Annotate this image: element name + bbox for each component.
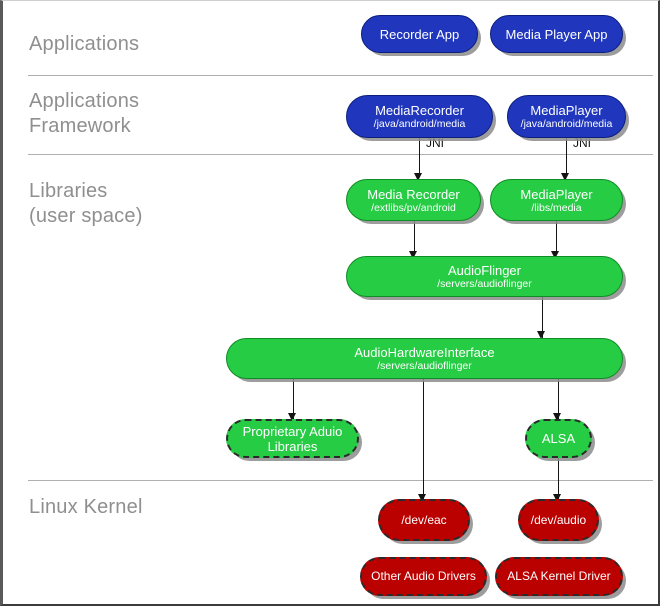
node-alsa[interactable]: ALSA bbox=[525, 419, 592, 458]
node-audioflinger[interactable]: AudioFlinger /servers/audioflinger bbox=[346, 256, 623, 297]
node-alsa-title: ALSA bbox=[541, 431, 576, 446]
connector-ahi-to-dev-eac bbox=[423, 379, 424, 499]
node-mediaplayer-framework[interactable]: MediaPlayer /java/android/media bbox=[507, 95, 626, 138]
layer-label-applications: Applications bbox=[29, 33, 140, 55]
node-mediarecorder-framework-title: MediaRecorder bbox=[375, 103, 464, 118]
node-dev-audio[interactable]: /dev/audio bbox=[518, 499, 599, 541]
node-audiohardwareinterface-title: AudioHardwareInterface bbox=[354, 345, 495, 360]
node-proprietary-audio-libs[interactable]: Proprietary Aduio Libraries bbox=[226, 419, 359, 458]
node-alsa-kernel-driver-title: ALSA Kernel Driver bbox=[507, 569, 611, 583]
node-mediaplayer-lib[interactable]: MediaPlayer /libs/media bbox=[490, 179, 623, 221]
node-mediaplayer-framework-title: MediaPlayer bbox=[530, 103, 603, 118]
node-media-recorder-lib[interactable]: Media Recorder /extlibs/pv/android bbox=[346, 179, 481, 221]
node-dev-eac[interactable]: /dev/eac bbox=[378, 499, 470, 541]
divider-applications bbox=[28, 75, 653, 76]
node-media-recorder-lib-title: Media Recorder bbox=[367, 186, 460, 202]
node-other-audio-drivers-title: Other Audio Drivers bbox=[371, 569, 476, 583]
node-mediaplayer-lib-title: MediaPlayer bbox=[520, 186, 593, 202]
arrow-ahi-to-dev-eac bbox=[418, 494, 426, 502]
arrow-mediarecorder-jni bbox=[414, 173, 422, 181]
node-mediaplayer-framework-subtitle: /java/android/media bbox=[520, 118, 613, 130]
arrow-ahi-to-proprietary-libs bbox=[288, 413, 296, 421]
arrow-mediaplayer-to-audioflinger bbox=[551, 251, 559, 259]
node-dev-audio-title: /dev/audio bbox=[530, 512, 587, 527]
node-recorder-app-title: Recorder App bbox=[379, 26, 460, 42]
arrow-alsa-to-dev-audio bbox=[553, 494, 561, 502]
node-alsa-kernel-driver[interactable]: ALSA Kernel Driver bbox=[495, 557, 623, 596]
connector-mediarecorder-jni bbox=[419, 138, 420, 176]
node-proprietary-audio-libs-title: Proprietary Aduio Libraries bbox=[242, 423, 343, 454]
arrow-ahi-to-alsa bbox=[553, 413, 561, 421]
arrow-audioflinger-to-audiohardwareinterface bbox=[537, 331, 545, 339]
node-dev-eac-title: /dev/eac bbox=[401, 512, 447, 527]
divider-libraries bbox=[28, 480, 653, 481]
edge-label-jni-right: JNI bbox=[573, 136, 591, 150]
layer-label-libraries: Libraries (user space) bbox=[29, 180, 143, 227]
node-mediarecorder-framework-subtitle: /java/android/media bbox=[373, 118, 466, 130]
node-recorder-app[interactable]: Recorder App bbox=[361, 15, 478, 53]
arrow-media-recorder-to-audioflinger bbox=[409, 251, 417, 259]
divider-framework bbox=[28, 154, 653, 155]
node-mediaplayer-lib-subtitle: /libs/media bbox=[531, 201, 582, 214]
connector-mediaplayer-to-audioflinger bbox=[556, 221, 557, 255]
arrow-mediaplayer-jni bbox=[561, 173, 569, 181]
connector-ahi-to-alsa bbox=[558, 379, 559, 419]
layer-label-linux-kernel: Linux Kernel bbox=[29, 496, 143, 518]
node-media-recorder-lib-subtitle: /extlibs/pv/android bbox=[371, 201, 456, 214]
node-audioflinger-subtitle: /servers/audioflinger bbox=[437, 278, 532, 290]
node-audiohardwareinterface[interactable]: AudioHardwareInterface /servers/audiofli… bbox=[226, 338, 623, 379]
node-other-audio-drivers[interactable]: Other Audio Drivers bbox=[360, 557, 487, 596]
node-media-player-app-title: Media Player App bbox=[505, 26, 608, 42]
layer-label-applications-framework: Applications Framework bbox=[29, 90, 140, 137]
connector-alsa-to-dev-audio bbox=[558, 458, 559, 499]
connector-audioflinger-to-audiohardwareinterface bbox=[542, 297, 543, 339]
edge-label-jni-left: JNI bbox=[426, 136, 444, 150]
connector-media-recorder-to-audioflinger bbox=[414, 221, 415, 255]
connector-ahi-to-proprietary-libs bbox=[293, 379, 294, 419]
node-audioflinger-title: AudioFlinger bbox=[448, 263, 521, 278]
connector-mediaplayer-jni bbox=[566, 138, 567, 176]
node-media-player-app[interactable]: Media Player App bbox=[490, 15, 623, 53]
node-audiohardwareinterface-subtitle: /servers/audioflinger bbox=[377, 360, 472, 372]
node-mediarecorder-framework[interactable]: MediaRecorder /java/android/media bbox=[346, 95, 493, 138]
